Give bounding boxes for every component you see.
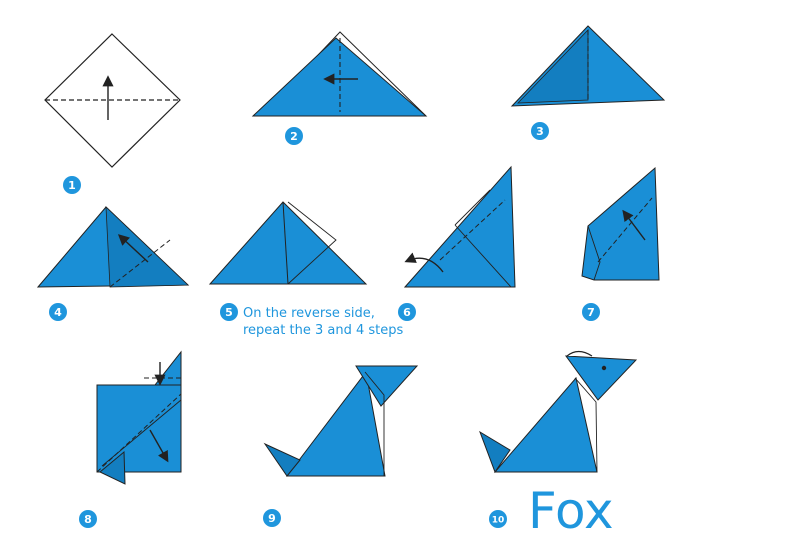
svg-text:6: 6: [403, 306, 411, 319]
step-8-figure: [96, 350, 182, 485]
step-badge-1: 1: [63, 176, 81, 194]
step-6-figure: [403, 165, 516, 288]
step-5-figure: [208, 201, 368, 285]
step-2-figure: [251, 31, 428, 117]
step-badge-10: 10: [489, 510, 507, 528]
step-badge-3: 3: [531, 122, 549, 140]
step-badges: 1 2 3 4 5 6 7 8 9 10: [49, 122, 600, 528]
step-badge-5: 5: [220, 303, 238, 321]
svg-text:1: 1: [68, 179, 76, 192]
step-4-figure: [36, 206, 190, 288]
svg-text:7: 7: [587, 306, 595, 319]
fox-eye-icon: [601, 365, 607, 371]
step-badge-4: 4: [49, 303, 67, 321]
svg-text:10: 10: [492, 516, 505, 526]
fold-up-right-arrow-icon: [622, 209, 646, 241]
svg-text:5: 5: [225, 306, 233, 319]
step-badge-8: 8: [79, 510, 97, 528]
step-badge-7: 7: [582, 303, 600, 321]
svg-text:4: 4: [54, 306, 62, 319]
step-badge-9: 9: [263, 509, 281, 527]
diagram-title: Fox: [528, 482, 614, 540]
fox-ear-icon: [566, 350, 593, 357]
svg-text:9: 9: [268, 512, 276, 525]
instruction-line-1: On the reverse side,: [243, 306, 375, 321]
step-7-figure: [581, 166, 660, 281]
svg-text:3: 3: [536, 125, 544, 138]
fold-curve-arrow-icon: [404, 252, 444, 273]
fold-diagonal-arrow-icon: [117, 234, 149, 263]
step-9-figure: [263, 365, 419, 477]
instruction-line-2: repeat the 3 and 4 steps: [243, 323, 403, 338]
step-badge-6: 6: [398, 303, 416, 321]
step-3-figure: [510, 25, 666, 107]
step-badge-2: 2: [285, 127, 303, 145]
step-10-figure: [479, 350, 638, 474]
step-1-figure: [44, 33, 181, 168]
svg-text:2: 2: [290, 130, 298, 143]
fold-down-right-arrow-icon: [149, 429, 169, 463]
svg-text:8: 8: [84, 513, 92, 526]
